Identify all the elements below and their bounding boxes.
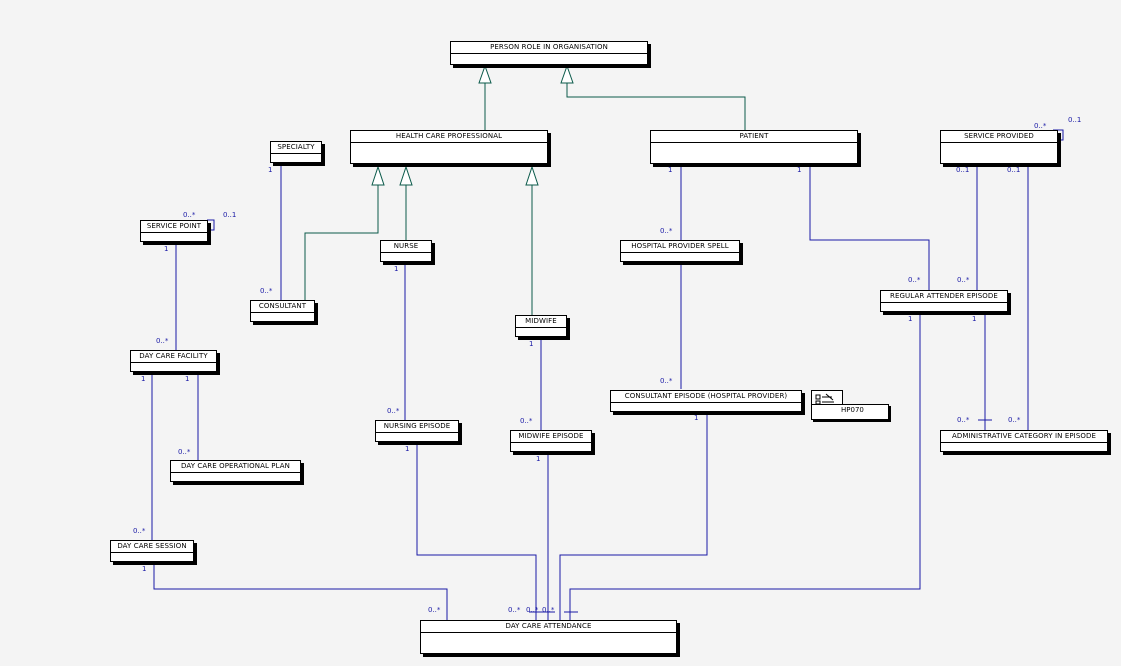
mult-midwife-one: 1 [529, 340, 534, 348]
mult-nursing-episode-one: 1 [405, 445, 410, 453]
class-title: DAY CARE ATTENDANCE [421, 621, 676, 633]
gen-line-consultant [304, 185, 379, 301]
mult-consultant-many: 0..* [260, 287, 273, 295]
mult-dcs-one: 1 [142, 565, 147, 573]
class-title: CONSULTANT [251, 301, 314, 313]
assoc-consultant-episode-attendance [559, 410, 708, 621]
assoc-session-attendance [153, 562, 448, 621]
mult-dcf-one-a: 1 [141, 375, 146, 383]
mult-service-provided-self-one: 0..1 [1068, 116, 1082, 124]
mult-dcs-many: 0..* [133, 527, 146, 535]
mult-attendance-many-d: 0..* [542, 606, 555, 614]
mult-spell-many: 0..* [660, 227, 673, 235]
mult-attendance-many-b: 0..* [508, 606, 521, 614]
stamp-box [811, 404, 889, 420]
gen-line-patient [566, 83, 746, 131]
mult-attendance-many-a: 0..* [428, 606, 441, 614]
mult-rae-one-b: 1 [972, 315, 977, 323]
mult-admin-many-a: 0..* [957, 416, 970, 424]
class-health-care-professional[interactable]: HEALTH CARE PROFESSIONAL [350, 130, 548, 164]
class-specialty[interactable]: SPECIALTY [270, 141, 322, 163]
class-day-care-session[interactable]: DAY CARE SESSION [110, 540, 194, 562]
class-title: DAY CARE SESSION [111, 541, 193, 553]
class-title: CONSULTANT EPISODE (HOSPITAL PROVIDER) [611, 391, 801, 403]
class-title: REGULAR ATTENDER EPISODE [881, 291, 1007, 303]
stamp-glyph-icon [815, 393, 834, 405]
class-title: PERSON ROLE IN ORGANISATION [451, 42, 647, 54]
mult-admin-many-b: 0..* [1008, 416, 1021, 424]
mult-nurse-one: 1 [394, 265, 399, 273]
class-title: NURSE [381, 241, 431, 253]
class-day-care-operational-plan[interactable]: DAY CARE OPERATIONAL PLAN [170, 460, 301, 482]
class-title: SERVICE PROVIDED [941, 131, 1057, 143]
class-title: DAY CARE FACILITY [131, 351, 216, 363]
class-title: PATIENT [651, 131, 857, 143]
class-title: MIDWIFE EPISODE [511, 431, 591, 443]
class-title: NURSING EPISODE [376, 421, 458, 433]
mult-patient-one-b: 1 [797, 166, 802, 174]
class-day-care-facility[interactable]: DAY CARE FACILITY [130, 350, 217, 372]
generalization-lines [304, 64, 746, 315]
class-administrative-category-in-episode[interactable]: ADMINISTRATIVE CATEGORY IN EPISODE [940, 430, 1108, 452]
assoc-service-provided-self [1053, 129, 1064, 141]
class-nursing-episode[interactable]: NURSING EPISODE [375, 420, 459, 442]
mult-rae-many-a: 0..* [908, 276, 921, 284]
class-patient[interactable]: PATIENT [650, 130, 858, 164]
assoc-service-point-self [207, 219, 215, 231]
gen-arrow-hcp [478, 64, 492, 84]
assoc-patient-rae [809, 163, 930, 291]
mult-patient-one-a: 1 [668, 166, 673, 174]
mult-service-point-one: 1 [164, 245, 169, 253]
mult-service-point-self-one: 0..1 [223, 211, 237, 219]
mult-specialty-one: 1 [268, 166, 273, 174]
gen-arrow-patient [560, 64, 574, 84]
diagram-id-stamp: HP070 [811, 390, 891, 422]
association-lines [151, 129, 1064, 621]
mult-service-one-b: 0..1 [1007, 166, 1021, 174]
mult-midwife-episode-many: 0..* [520, 417, 533, 425]
class-title: SERVICE POINT [141, 221, 207, 233]
mult-attendance-many-c: 0..* [526, 606, 539, 614]
mult-service-point-self-many: 0..* [183, 211, 196, 219]
class-person-role-in-organisation[interactable]: PERSON ROLE IN ORGANISATION [450, 41, 648, 65]
mult-service-provided-self-many: 0..* [1034, 122, 1047, 130]
assoc-nursing-episode-attendance [416, 443, 537, 621]
class-midwife[interactable]: MIDWIFE [515, 315, 567, 337]
mult-consultant-episode-one: 1 [694, 414, 699, 422]
class-consultant-episode[interactable]: CONSULTANT EPISODE (HOSPITAL PROVIDER) [610, 390, 802, 412]
mult-dcf-one-b: 1 [185, 375, 190, 383]
mult-rae-one-a: 1 [908, 315, 913, 323]
mult-service-one-a: 0..1 [956, 166, 970, 174]
class-title: ADMINISTRATIVE CATEGORY IN EPISODE [941, 431, 1107, 443]
class-midwife-episode[interactable]: MIDWIFE EPISODE [510, 430, 592, 452]
class-nurse[interactable]: NURSE [380, 240, 432, 262]
class-hospital-provider-spell[interactable]: HOSPITAL PROVIDER SPELL [620, 240, 740, 262]
mult-nursing-episode-many: 0..* [387, 407, 400, 415]
class-service-point[interactable]: SERVICE POINT [140, 220, 208, 242]
class-consultant[interactable]: CONSULTANT [250, 300, 315, 322]
class-title: HEALTH CARE PROFESSIONAL [351, 131, 547, 143]
mult-rae-many-b: 0..* [957, 276, 970, 284]
stamp-label: HP070 [841, 406, 864, 414]
gen-arrow-midwife [525, 165, 539, 186]
class-title: HOSPITAL PROVIDER SPELL [621, 241, 739, 253]
mult-dcop-many: 0..* [178, 448, 191, 456]
stamp-logo-icon [811, 390, 843, 405]
mult-midwife-episode-one: 1 [536, 455, 541, 463]
class-title: DAY CARE OPERATIONAL PLAN [171, 461, 300, 473]
assoc-rae-attendance [569, 312, 921, 621]
class-title: SPECIALTY [271, 142, 321, 154]
class-day-care-attendance[interactable]: DAY CARE ATTENDANCE [420, 620, 677, 654]
mult-dcf-many: 0..* [156, 337, 169, 345]
gen-arrow-consultant [371, 165, 385, 186]
class-title: MIDWIFE [516, 316, 566, 328]
class-regular-attender-episode[interactable]: REGULAR ATTENDER EPISODE [880, 290, 1008, 312]
class-service-provided[interactable]: SERVICE PROVIDED [940, 130, 1058, 164]
mult-consultant-episode-many: 0..* [660, 377, 673, 385]
gen-arrow-nurse [399, 165, 413, 186]
